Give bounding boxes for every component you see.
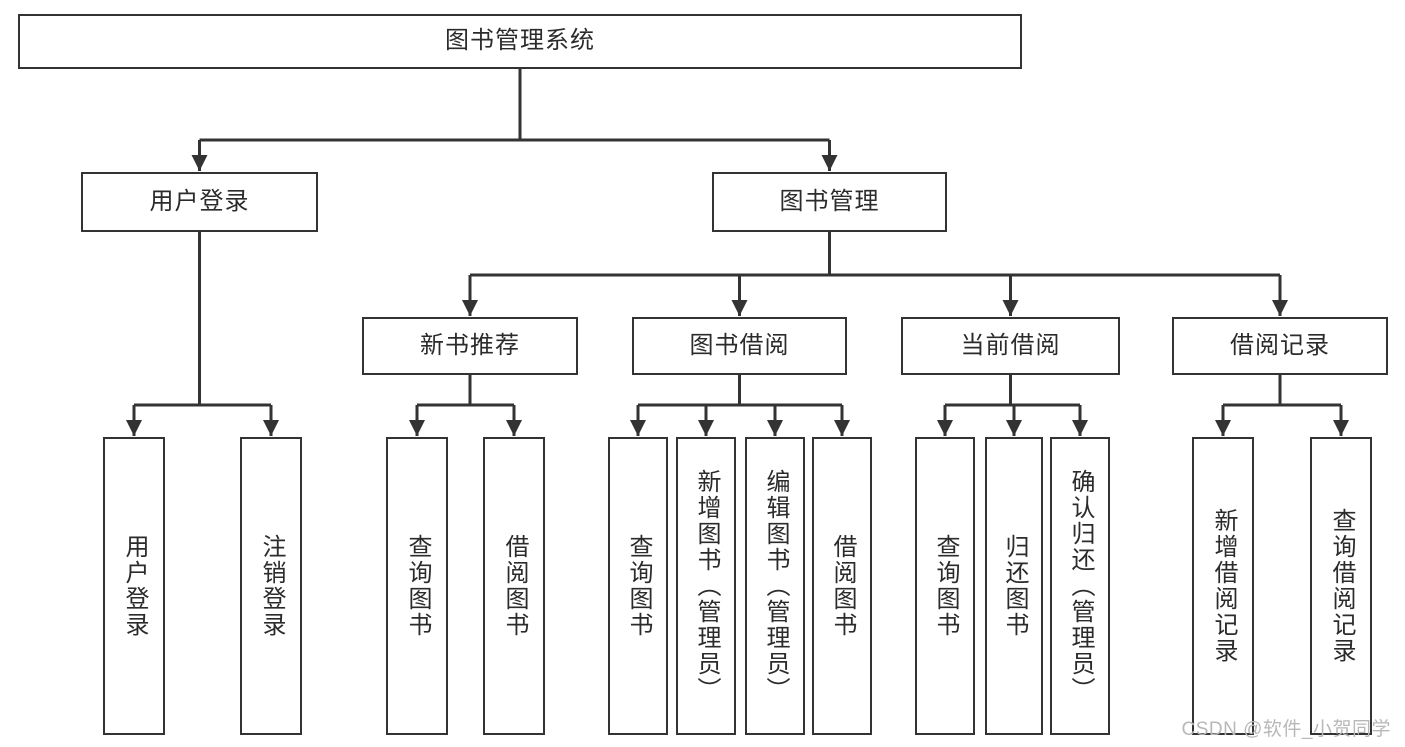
- node-newbook[interactable]: 新书推荐: [362, 317, 578, 375]
- node-label: 查询借阅记录: [1328, 508, 1355, 664]
- node-label: 编辑图书（管理员）: [762, 469, 789, 703]
- node-label: 图书借阅: [689, 331, 790, 359]
- node-label: 查询图书: [932, 534, 959, 638]
- node-current[interactable]: 当前借阅: [901, 317, 1120, 375]
- node-label: 新增借阅记录: [1210, 508, 1237, 664]
- node-leaf-login-2[interactable]: 注销登录: [240, 437, 302, 735]
- node-label: 新书推荐: [420, 331, 520, 359]
- node-label: 查询图书: [404, 534, 431, 638]
- node-label: 确认归还（管理员）: [1067, 469, 1094, 703]
- node-leaf-bor-2[interactable]: 新增图书（管理员）: [676, 437, 736, 735]
- node-borrow[interactable]: 图书借阅: [632, 317, 847, 375]
- node-records[interactable]: 借阅记录: [1172, 317, 1388, 375]
- node-login[interactable]: 用户登录: [81, 172, 318, 232]
- node-label: 用户登录: [121, 534, 148, 638]
- node-leaf-cur-3[interactable]: 确认归还（管理员）: [1050, 437, 1110, 735]
- node-label: 新增图书（管理员）: [693, 469, 720, 703]
- node-root[interactable]: 图书管理系统: [18, 14, 1022, 69]
- node-label: 图书管理: [779, 187, 880, 215]
- node-leaf-new-2[interactable]: 借阅图书: [483, 437, 545, 735]
- node-label: 注销登录: [258, 534, 285, 638]
- node-leaf-bor-4[interactable]: 借阅图书: [812, 437, 872, 735]
- node-leaf-new-1[interactable]: 查询图书: [386, 437, 448, 735]
- node-leaf-rec-2[interactable]: 查询借阅记录: [1310, 437, 1372, 735]
- node-label: 借阅图书: [501, 534, 528, 638]
- node-leaf-bor-1[interactable]: 查询图书: [608, 437, 668, 735]
- node-leaf-cur-1[interactable]: 查询图书: [915, 437, 975, 735]
- node-leaf-login-1[interactable]: 用户登录: [103, 437, 165, 735]
- node-label: 借阅图书: [829, 534, 856, 638]
- node-leaf-bor-3[interactable]: 编辑图书（管理员）: [745, 437, 805, 735]
- node-label: 归还图书: [1001, 534, 1028, 638]
- node-label: 查询图书: [625, 534, 652, 638]
- node-label: 借阅记录: [1230, 331, 1330, 359]
- node-label: 用户登录: [149, 187, 250, 215]
- watermark-text: CSDN @软件_小贺同学: [1181, 719, 1391, 740]
- node-bookmgmt[interactable]: 图书管理: [712, 172, 947, 232]
- node-label: 当前借阅: [960, 331, 1061, 359]
- node-leaf-cur-2[interactable]: 归还图书: [985, 437, 1043, 735]
- node-label: 图书管理系统: [445, 27, 595, 55]
- node-leaf-rec-1[interactable]: 新增借阅记录: [1192, 437, 1254, 735]
